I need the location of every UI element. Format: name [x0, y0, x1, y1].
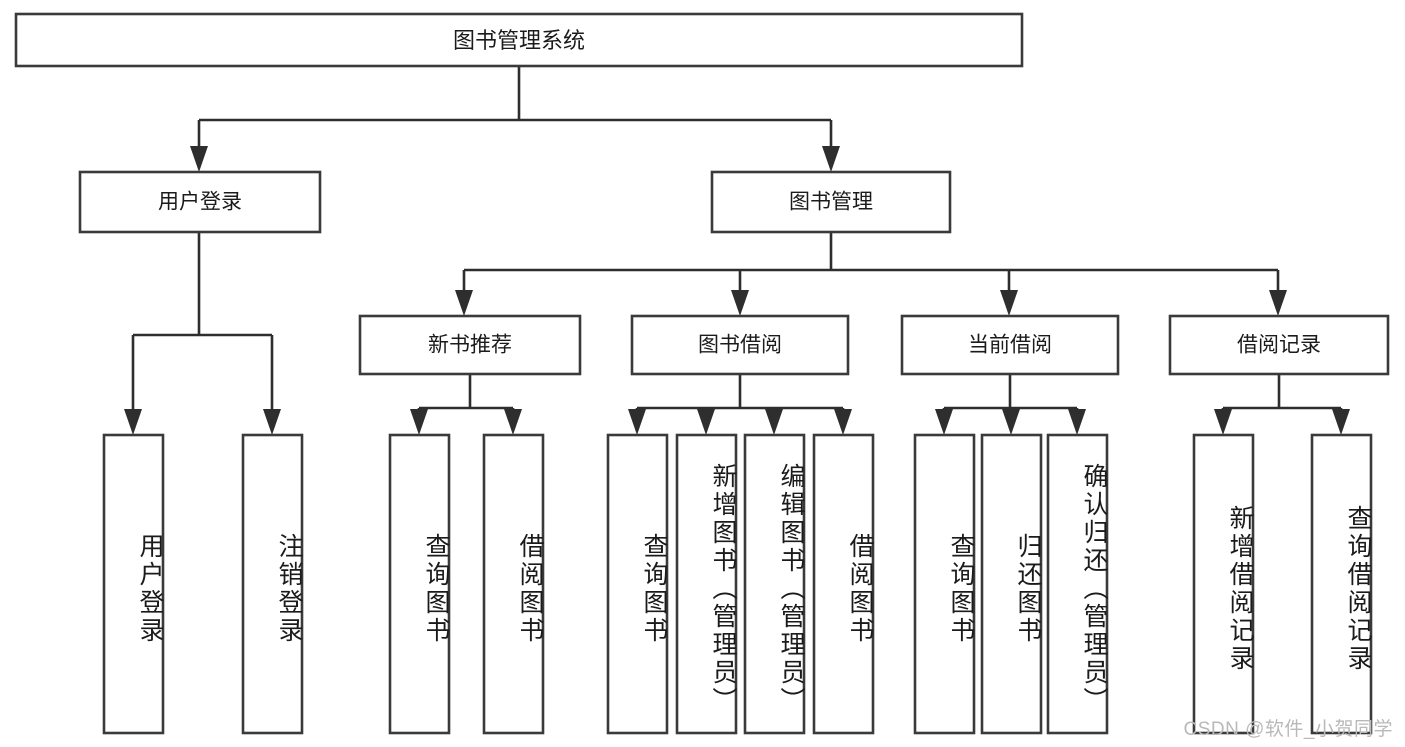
- node-root[interactable]: 图书管理系统: [14, 12, 1024, 68]
- leaf-box-layer: [102, 433, 1373, 735]
- arrow-to-new-book-rec: [455, 290, 473, 316]
- leaf-box-query-book-3[interactable]: [913, 433, 976, 735]
- node-new-book-recommend-box[interactable]: [358, 314, 582, 376]
- node-current-borrow-box[interactable]: [900, 314, 1120, 376]
- node-book-management-box[interactable]: [710, 170, 952, 234]
- node-user-login[interactable]: 用户登录: [78, 170, 322, 234]
- arrow-to-leaf-borrow-book-1: [504, 409, 522, 435]
- arrow-to-borrow-record: [1269, 290, 1287, 316]
- leaf-box-edit-book[interactable]: [743, 433, 806, 735]
- node-borrow-record[interactable]: 借阅记录: [1168, 314, 1390, 376]
- node-new-book-recommend-label: 新书推荐: [428, 334, 512, 357]
- arrow-to-leaf-user-login: [124, 409, 142, 435]
- node-current-borrow-label: 当前借阅: [968, 334, 1052, 357]
- arrow-to-leaf-query-book-2: [628, 409, 646, 435]
- node-root-label: 图书管理系统: [453, 28, 585, 53]
- node-current-borrow[interactable]: 当前借阅: [900, 314, 1120, 376]
- arrow-to-leaf-confirm-return: [1068, 409, 1086, 435]
- leaf-box-user-login[interactable]: [102, 433, 165, 735]
- leaf-box-confirm-return[interactable]: [1046, 433, 1109, 735]
- arrow-to-leaf-borrow-book-2: [834, 409, 852, 435]
- arrow-to-user-login: [190, 146, 208, 172]
- node-book-borrow-box[interactable]: [630, 314, 850, 376]
- node-borrow-record-label: 借阅记录: [1237, 334, 1321, 357]
- leaf-box-query-record[interactable]: [1310, 433, 1373, 735]
- arrow-to-book-mgmt: [822, 146, 840, 172]
- connector-layer: [124, 66, 1350, 435]
- arrow-to-leaf-logout: [263, 409, 281, 435]
- arrow-to-leaf-edit-book: [765, 409, 783, 435]
- leaf-box-add-record[interactable]: [1192, 433, 1255, 735]
- node-book-borrow-label: 图书借阅: [698, 334, 782, 357]
- arrow-to-current-borrow: [1000, 290, 1018, 316]
- node-new-book-recommend[interactable]: 新书推荐: [358, 314, 582, 376]
- node-borrow-record-box[interactable]: [1168, 314, 1390, 376]
- leaf-box-logout[interactable]: [241, 433, 304, 735]
- leaf-box-query-book-2[interactable]: [606, 433, 669, 735]
- node-book-borrow[interactable]: 图书借阅: [630, 314, 850, 376]
- node-book-management-label: 图书管理: [789, 191, 873, 214]
- leaf-box-borrow-book-1[interactable]: [482, 433, 545, 735]
- leaf-box-query-book-1[interactable]: [388, 433, 451, 735]
- arrow-to-leaf-add-record: [1214, 409, 1232, 435]
- arrow-to-leaf-return-book: [1002, 409, 1020, 435]
- arrow-to-book-borrow: [731, 290, 749, 316]
- arrow-to-leaf-query-book-1: [410, 409, 428, 435]
- leaf-box-add-book[interactable]: [675, 433, 738, 735]
- leaf-box-return-book[interactable]: [980, 433, 1043, 735]
- watermark-text: CSDN @软件_小贺同学: [1183, 719, 1393, 740]
- node-user-login-box[interactable]: [78, 170, 322, 234]
- arrow-to-leaf-query-book-3: [935, 409, 953, 435]
- arrow-to-leaf-add-book: [697, 409, 715, 435]
- leaf-box-borrow-book-2[interactable]: [812, 433, 875, 735]
- node-user-login-label: 用户登录: [158, 191, 242, 214]
- arrow-to-leaf-query-record: [1332, 409, 1350, 435]
- node-root-box[interactable]: [14, 12, 1024, 68]
- node-book-management[interactable]: 图书管理: [710, 170, 952, 234]
